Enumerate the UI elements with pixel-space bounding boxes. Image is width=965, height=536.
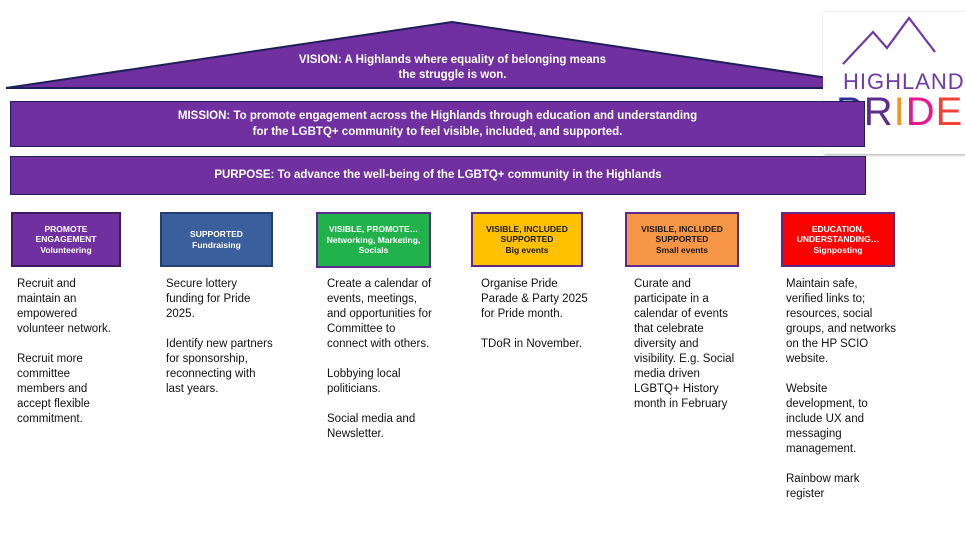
vision-roof xyxy=(5,20,896,89)
column-paragraph: Rainbow mark register xyxy=(786,473,860,500)
mountain-icon xyxy=(842,16,936,65)
category-subtitle: Volunteering xyxy=(40,244,92,255)
column-paragraph: TDoR in November. xyxy=(481,338,582,350)
category-box-fundraising: SUPPORTED Fundraising xyxy=(160,212,273,267)
logo-highland-text: HIGHLAND xyxy=(843,69,965,94)
category-subtitle: Big events xyxy=(505,244,549,255)
category-subtitle: Small events xyxy=(656,244,708,255)
column-paragraph: Curate and participate in a calendar of … xyxy=(634,278,735,410)
column-paragraph: Create a calendar of events, meetings, a… xyxy=(327,278,432,350)
category-box-big-events: VISIBLE, INCLUDED SUPPORTED Big events xyxy=(471,212,583,267)
category-box-signposting: EDUCATION, UNDERSTANDING… Signposting xyxy=(781,212,895,267)
column-small-events-text: Curate and participate in a calendar of … xyxy=(634,277,742,427)
vision-line-2: the struggle is won. xyxy=(398,69,507,81)
mission-line-1: MISSION: To promote engagement across th… xyxy=(177,110,698,122)
column-big-events-text: Organise Pride Parade & Party 2025 for P… xyxy=(481,277,589,367)
column-paragraph: Recruit and maintain an empowered volunt… xyxy=(17,278,111,335)
category-title: VISIBLE, PROMOTE… xyxy=(328,224,419,235)
column-paragraph: Recruit more committee members and accep… xyxy=(17,353,90,425)
category-box-small-events: VISIBLE, INCLUDED SUPPORTED Small events xyxy=(625,212,739,267)
highland-pride-logo: HIGHLAND PRIDE xyxy=(823,12,965,154)
column-paragraph: Organise Pride Parade & Party 2025 for P… xyxy=(481,278,588,320)
mission-line-2: for the LGBTQ+ community to feel visible… xyxy=(252,126,623,138)
category-box-volunteering: PROMOTE ENGAGEMENT Volunteering xyxy=(11,212,121,267)
mission-banner: MISSION: To promote engagement across th… xyxy=(10,101,865,147)
column-paragraph: Website development, to include UX and m… xyxy=(786,383,868,455)
column-paragraph: Maintain safe, verified links to; resour… xyxy=(786,278,896,365)
column-paragraph: Lobbying local politicians. xyxy=(327,368,401,395)
category-title: EDUCATION, UNDERSTANDING… xyxy=(796,223,880,245)
category-title: VISIBLE, INCLUDED SUPPORTED xyxy=(641,223,723,245)
category-subtitle: Signposting xyxy=(813,244,863,255)
column-signposting-text: Maintain safe, verified links to; resour… xyxy=(786,277,896,517)
logo-letter: D xyxy=(905,90,936,134)
vision-statement: VISION: A Highlands where equality of be… xyxy=(230,53,675,83)
purpose-banner: PURPOSE: To advance the well-being of th… xyxy=(10,156,866,195)
column-paragraph: Identify new partners for sponsorship, r… xyxy=(166,338,273,395)
category-title: VISIBLE, INCLUDED SUPPORTED xyxy=(486,223,568,245)
column-paragraph: Secure lottery funding for Pride 2025. xyxy=(166,278,251,320)
column-volunteering-text: Recruit and maintain an empowered volunt… xyxy=(17,277,117,442)
vision-line-1: VISION: A Highlands where equality of be… xyxy=(298,54,607,66)
logo-letter: R xyxy=(863,90,894,134)
category-subtitle: Networking, Marketing, Socials xyxy=(326,234,421,256)
logo-letter: E xyxy=(935,90,964,134)
column-paragraph: Social media and Newsletter. xyxy=(327,413,416,440)
category-box-networking: VISIBLE, PROMOTE… Networking, Marketing,… xyxy=(316,212,431,268)
category-title: PROMOTE ENGAGEMENT xyxy=(35,223,97,245)
column-networking-text: Create a calendar of events, meetings, a… xyxy=(327,277,435,457)
category-subtitle: Fundraising xyxy=(192,239,241,250)
category-title: SUPPORTED xyxy=(190,229,243,239)
logo-letter: I xyxy=(893,90,906,134)
column-fundraising-text: Secure lottery funding for Pride 2025. I… xyxy=(166,277,276,412)
